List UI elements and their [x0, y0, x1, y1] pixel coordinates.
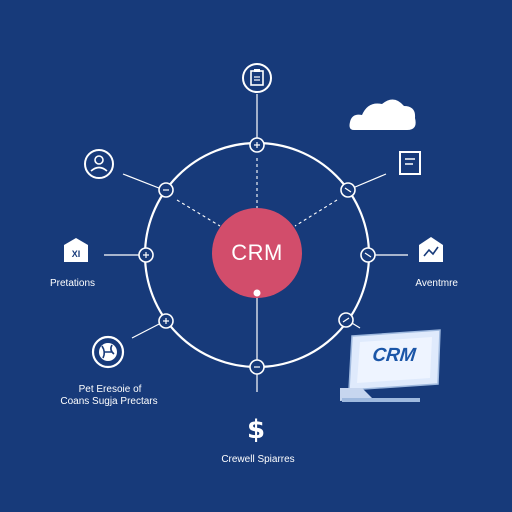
monitor-label: CRM: [371, 345, 417, 366]
bottom-center-label: Crewell Spiarres: [221, 454, 295, 465]
monitor-icon[interactable]: [340, 329, 441, 402]
dollar-icon[interactable]: $: [246, 415, 266, 445]
right-node-label: Aventmre: [415, 278, 458, 289]
dashed-spoke-right: [294, 199, 338, 227]
clipboard-icon[interactable]: [242, 63, 272, 93]
document-icon[interactable]: [399, 151, 421, 175]
globe-icon[interactable]: [91, 335, 125, 369]
hub-connector-dot: [253, 289, 261, 297]
spoke-upper-left: [122, 173, 165, 191]
mail-icon[interactable]: XI: [64, 238, 88, 262]
cloud-icon: [349, 99, 416, 130]
svg-text:XI: XI: [72, 249, 81, 259]
spoke-lower-left: [131, 321, 164, 339]
crm-hub[interactable]: [212, 208, 302, 298]
dashed-spoke-left: [176, 199, 221, 227]
user-icon[interactable]: [84, 149, 114, 179]
hub-label: CRM: [231, 240, 283, 265]
chart-icon[interactable]: [419, 237, 443, 262]
left-node-label: Pretations: [50, 278, 96, 289]
bottom-left-label-line1: Pet Eresoie of: [78, 384, 142, 395]
bottom-left-label-line2: Coans Sugja Prectars: [60, 396, 158, 407]
